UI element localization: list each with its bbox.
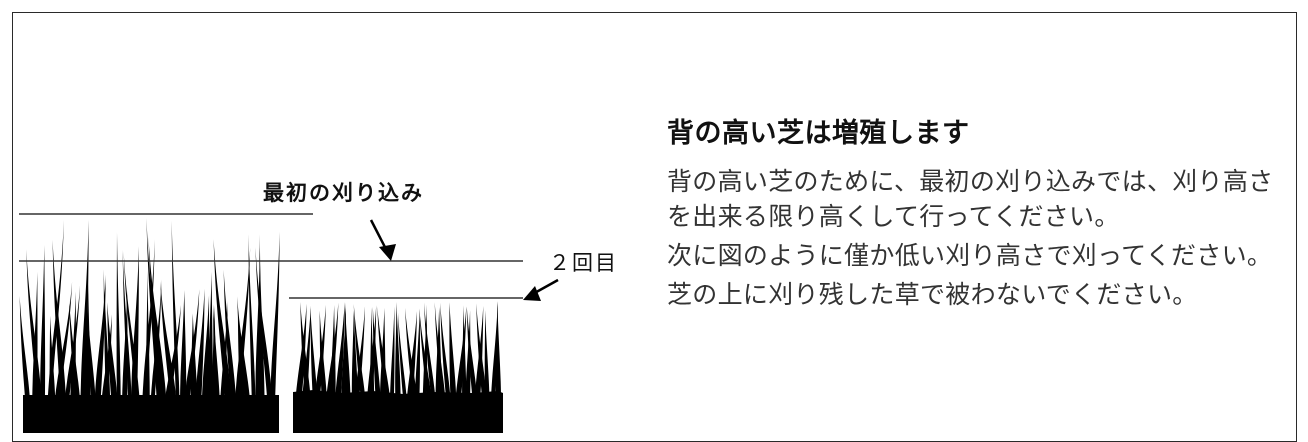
grass-blade: [484, 310, 490, 395]
grass-blade: [367, 305, 377, 395]
soil-left: [23, 395, 279, 433]
grass-blade: [344, 302, 351, 395]
grass-blade: [449, 302, 457, 395]
grass-blade: [160, 281, 177, 397]
grass-blade: [190, 313, 198, 397]
grass-blade: [103, 269, 111, 397]
grass-blade: [295, 303, 307, 395]
grass-blade: [397, 312, 407, 395]
paragraph-1: 背の高い芝のために、最初の刈り込みでは、刈り高さを出来る限り高くして行ってくださ…: [667, 167, 1274, 231]
grass-blade: [122, 290, 128, 397]
grass-blade: [310, 308, 318, 395]
grass-blade: [462, 305, 467, 395]
grass-blade: [65, 285, 81, 397]
explanation-text: 背の高い芝は増殖します 背の高い芝のために、最初の刈り込みでは、刈り高さを出来る…: [667, 118, 1287, 316]
grass-blade: [69, 300, 80, 397]
grass-blade: [248, 234, 256, 397]
grass-blade: [255, 247, 273, 397]
grass-blade: [195, 288, 205, 397]
grass-blade: [213, 239, 232, 397]
grass-blade: [237, 296, 250, 397]
grass-blade: [300, 302, 311, 395]
grass-blade: [434, 302, 446, 395]
grass-blade: [52, 239, 66, 397]
first-cut-arrow: [369, 219, 396, 261]
grass-blade: [49, 315, 56, 397]
paragraph-2: 次に図のように僅か低い刈り高さで刈ってください。: [667, 241, 1273, 270]
grass-cutting-illustration: [19, 213, 559, 433]
soil-right: [293, 390, 503, 433]
grass-blade: [213, 304, 220, 397]
grass-blade: [94, 274, 106, 397]
grass-blade: [351, 310, 358, 395]
grass-blade: [377, 306, 390, 395]
grass-blade: [370, 307, 375, 395]
second-cut-arrow: [523, 278, 559, 301]
grass-blade: [223, 269, 236, 397]
grass-blade: [495, 301, 502, 395]
grass-blade: [270, 231, 280, 397]
first-cut-label: 最初の刈り込み: [263, 181, 424, 205]
grass-blade: [150, 279, 162, 397]
grass-blade: [171, 220, 180, 397]
grass-blade: [19, 296, 30, 397]
tall-grass-left: [19, 218, 280, 397]
grass-blade: [207, 271, 213, 397]
grass-blade: [180, 289, 187, 397]
grass-blade: [330, 305, 336, 395]
grass-blade: [390, 306, 395, 395]
grass-blade: [319, 310, 327, 395]
grass-blade: [414, 308, 420, 395]
grass-blade: [314, 304, 326, 395]
paragraph-3: 芝の上に刈り残した草で被わないでください。: [667, 280, 1198, 309]
grass-blade: [107, 302, 118, 397]
grass-blade: [55, 282, 73, 397]
cut-grass-right: [295, 301, 502, 395]
section-heading: 背の高い芝は増殖します: [667, 118, 970, 149]
grass-blade: [184, 289, 200, 397]
grass-blade: [86, 290, 96, 397]
second-cut-label: ２回目: [549, 251, 618, 275]
grass-blade: [26, 249, 42, 397]
grass-blade: [148, 237, 167, 397]
grass-blade: [419, 309, 432, 395]
grass-blade: [353, 303, 365, 395]
grass-blade: [123, 251, 140, 397]
grass-blade: [122, 249, 132, 397]
grass-blade: [424, 302, 436, 395]
grass-blade: [202, 295, 210, 397]
grass-blade: [372, 306, 381, 395]
grass-blade: [465, 310, 471, 395]
grass-blade: [145, 270, 150, 397]
grass-blade: [259, 234, 265, 397]
grass-blade: [116, 232, 121, 397]
grass-blade: [220, 300, 228, 397]
grass-blade: [142, 239, 155, 397]
grass-blade: [440, 302, 451, 395]
grass-blade: [39, 244, 46, 397]
grass-blade: [395, 302, 401, 395]
